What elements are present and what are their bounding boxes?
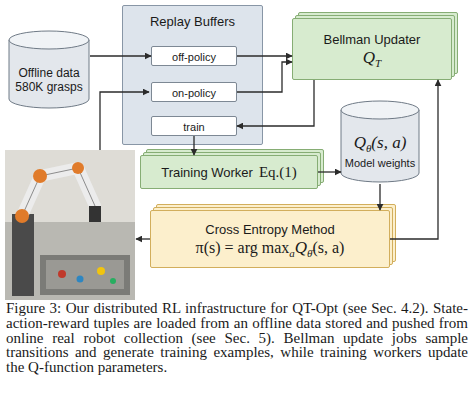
- buffer-panel: Replay Buffers off-policy on-policy train: [122, 5, 263, 145]
- text-line: π(s) = arg maxaQθ̄(s, a): [196, 238, 345, 258]
- photo-object: [58, 270, 66, 278]
- connector-arrow: [390, 80, 438, 239]
- node-content: Bellman UpdaterQT: [293, 19, 451, 79]
- cylinder-top: [9, 31, 89, 49]
- node-text: on-policy: [172, 87, 216, 99]
- node-text: (s, a): [371, 133, 406, 152]
- process-box: Training Worker Eq.(1): [140, 155, 318, 189]
- connector-arrow: [379, 184, 380, 210]
- node-text: π(s) = arg max: [196, 239, 290, 256]
- node-text: Model weights: [345, 157, 415, 169]
- node-content: Cross Entropy Methodπ(s) = arg maxaQθ̄(s…: [151, 211, 389, 267]
- node-text: Training Worker: [161, 165, 253, 180]
- photo-wall: [5, 150, 135, 222]
- text-line: off-policy: [172, 47, 216, 65]
- text-line: train: [183, 117, 204, 135]
- node-content: Training Worker Eq.(1): [141, 156, 317, 188]
- photo-object: [97, 267, 105, 275]
- node-text: Offline data 580K grasps: [12, 66, 86, 94]
- robot-arm: [22, 168, 95, 216]
- cylinder-body: [341, 110, 419, 182]
- robot-joint: [72, 162, 84, 174]
- caption-box: Figure 3: Our distributed RL infrastruct…: [6, 301, 468, 375]
- subscript-text: a: [289, 247, 295, 259]
- buffer-box: off-policy: [151, 46, 237, 66]
- connector-arrow: [193, 136, 194, 155]
- robot-arm-edge: [22, 168, 95, 216]
- connector-arrow: [318, 171, 341, 172]
- buffer-box: train: [151, 116, 237, 136]
- robot-data-line: [100, 92, 149, 150]
- subscript-text: θ̄: [307, 247, 312, 259]
- text-line: Training Worker Eq.(1): [161, 163, 297, 181]
- text-line: on-policy: [172, 83, 216, 101]
- figure-caption: Figure 3: Our distributed RL infrastruct…: [6, 300, 468, 375]
- robot-joint: [33, 169, 47, 183]
- node-text: Replay Buffers: [150, 14, 235, 29]
- subscript-text: T: [375, 57, 381, 69]
- policy-line: [136, 238, 150, 239]
- photo-bin: [40, 255, 130, 295]
- node-content: on-policy: [152, 83, 236, 101]
- node-text: Cross Entropy Method: [205, 222, 334, 237]
- node-text: Q: [363, 48, 375, 67]
- connector-arrow: [237, 55, 292, 56]
- photo-floor: [5, 150, 135, 300]
- text-line: Model weights: [345, 153, 415, 171]
- node-content: off-policy: [152, 47, 236, 65]
- data-cylinder: Offline data 580K grasps: [8, 30, 90, 110]
- photo-bin-inside: [46, 260, 124, 289]
- photo-object: [110, 278, 116, 284]
- node-content: train: [152, 117, 236, 135]
- subscript-text: θ: [366, 142, 371, 154]
- robot-gripper: [89, 206, 101, 222]
- connector-arrow: [90, 55, 151, 56]
- photo-object: [77, 276, 84, 283]
- connector-arrow: [237, 80, 314, 126]
- text-line: QT: [363, 48, 381, 68]
- node-text: (s, a): [312, 239, 344, 256]
- text-line: Bellman Updater: [324, 30, 421, 48]
- node-content: Qθ(s, a) Model weights: [340, 100, 420, 184]
- text-line: Offline data 580K grasps: [12, 66, 86, 95]
- weights-cylinder: Qθ(s, a) Model weights: [340, 100, 420, 184]
- robot-base: [12, 214, 34, 296]
- connector-arrow: [237, 62, 292, 92]
- robot-joint: [15, 209, 29, 223]
- diagram-stage: Offline data 580K grasps Replay Buffers of…: [0, 0, 473, 300]
- node-text: Q: [354, 133, 366, 152]
- text-line: Cross Entropy Method: [205, 220, 334, 238]
- process-box: Cross Entropy Methodπ(s) = arg maxaQθ̄(s…: [150, 210, 390, 268]
- node-text: off-policy: [172, 51, 216, 63]
- text-line: Replay Buffers: [150, 12, 235, 30]
- node-text: Bellman Updater: [324, 32, 421, 47]
- cylinder-body: [9, 40, 89, 108]
- node-text: train: [183, 121, 204, 133]
- process-box: Bellman UpdaterQT: [292, 18, 452, 80]
- node-content: Offline data 580K grasps: [8, 30, 90, 110]
- node-text: Q: [295, 238, 307, 257]
- cylinder-top: [341, 101, 419, 119]
- node-text: Eq.(1): [259, 164, 297, 180]
- buffer-box: on-policy: [151, 82, 237, 102]
- text-line: Qθ(s, a): [354, 133, 407, 153]
